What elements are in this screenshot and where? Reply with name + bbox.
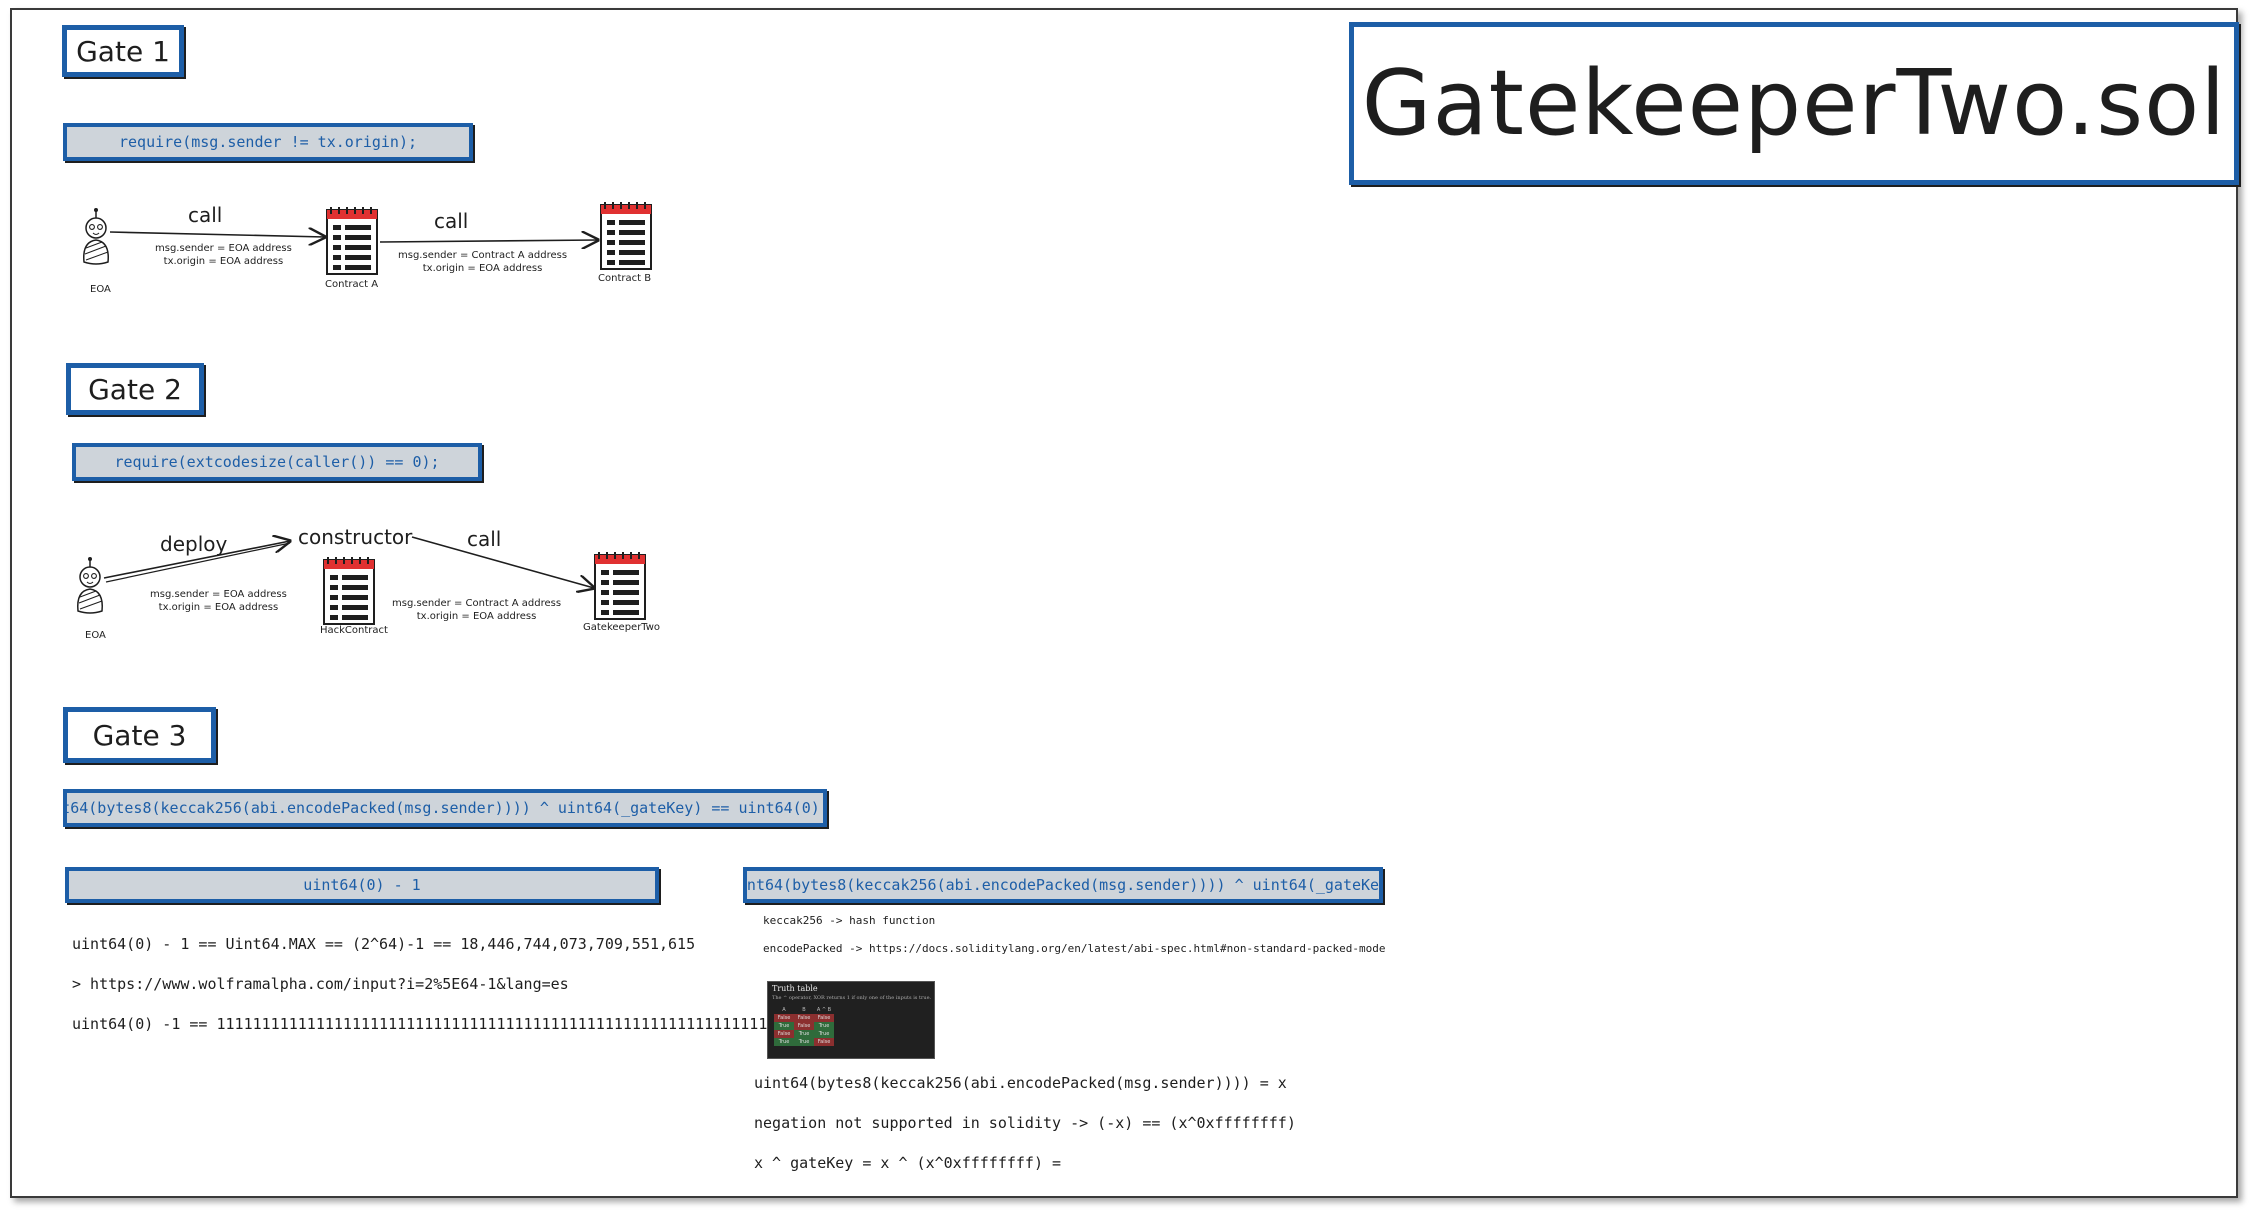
gate1-contract-a-label: Contract A <box>325 279 379 290</box>
truth-table-cell: False <box>814 1038 834 1046</box>
gate3-right-line-1: keccak256 -> hash function <box>763 914 936 927</box>
gate2-target-icon <box>594 551 646 620</box>
truth-table-cell: False <box>794 1014 814 1022</box>
gate2-note-1: msg.sender = EOA address tx.origin = EOA… <box>150 589 287 613</box>
truth-table-title: Truth table <box>772 984 818 993</box>
gate3-left-line-2: > https://www.wolframalpha.com/input?i=2… <box>72 975 569 993</box>
truth-table-image: Truth table The ^ operator, XOR returns … <box>767 981 935 1059</box>
truth-table-header: A <box>782 1007 786 1013</box>
gate1-contract-a-icon <box>326 206 378 275</box>
truth-table-cell: False <box>814 1014 834 1022</box>
gate2-hack-contract-icon <box>323 556 375 625</box>
gate3-left-code: uint64(0) - 1 <box>65 867 659 903</box>
truth-table-cell: True <box>774 1038 794 1046</box>
gate2-call-arrow <box>411 536 594 588</box>
gate3-code: uint64(bytes8(keccak256(abi.encodePacked… <box>63 789 827 827</box>
gate2-eoa-label: EOA <box>85 630 106 641</box>
gate2-code: require(extcodesize(caller()) == 0); <box>72 443 482 481</box>
gate3-right-code: uint64(bytes8(keccak256(abi.encodePacked… <box>743 867 1383 903</box>
gate3-left-line-1: uint64(0) - 1 == Uint64.MAX == (2^64)-1 … <box>72 935 696 953</box>
gate1-eoa-label: EOA <box>90 284 111 295</box>
truth-table-header: A ^ B <box>816 1007 832 1013</box>
gate1-contract-b-label: Contract B <box>598 273 652 284</box>
truth-table: A B A ^ B False False False True False T… <box>774 1006 834 1046</box>
gate1-call-label-2: call <box>434 209 469 233</box>
gate3-right-line-3: uint64(bytes8(keccak256(abi.encodePacked… <box>754 1074 1287 1092</box>
truth-table-cell: True <box>814 1030 834 1038</box>
gate3-left-line-3: uint64(0) -1 == 111111111111111111111111… <box>72 1015 795 1033</box>
truth-table-cell: True <box>794 1038 814 1046</box>
gate2-note-2: msg.sender = Contract A address tx.origi… <box>392 598 562 622</box>
gate3-right-line-2: encodePacked -> https://docs.soliditylan… <box>763 942 1386 955</box>
gate1-eoa-icon <box>83 207 109 265</box>
gate2-deploy-arrow <box>103 541 290 579</box>
gate2-target-label: GatekeeperTwo <box>583 622 661 633</box>
truth-table-cell: True <box>794 1030 814 1038</box>
page-title: GatekeeperTwo.sol <box>1349 22 2239 185</box>
canvas-frame <box>10 8 2238 1198</box>
gate3-right-line-4: negation not supported in solidity -> (-… <box>754 1114 1296 1132</box>
truth-table-cell: True <box>774 1022 794 1030</box>
truth-table-cell: True <box>814 1022 834 1030</box>
gate1-call-label-1: call <box>188 203 223 227</box>
gate2-heading: Gate 2 <box>66 363 204 415</box>
truth-table-header: B <box>802 1007 806 1013</box>
truth-table-cell: False <box>794 1022 814 1030</box>
truth-table-desc: The ^ operator, XOR returns 1 if only on… <box>772 995 932 1001</box>
gate2-eoa-icon <box>77 556 103 614</box>
gate1-arrow-2 <box>379 240 598 242</box>
gate1-contract-b-icon <box>600 201 652 270</box>
gate2-deploy-label: deploy <box>160 532 228 556</box>
gate3-heading: Gate 3 <box>63 707 216 763</box>
gate1-arrow-1 <box>109 232 325 237</box>
truth-table-cell: False <box>774 1030 794 1038</box>
gate2-call-label: call <box>467 527 502 551</box>
gate3-right-line-5: x ^ gateKey = x ^ (x^0xffffffff) = <box>754 1154 1062 1172</box>
gate1-heading: Gate 1 <box>62 25 184 77</box>
gate1-code: require(msg.sender != tx.origin); <box>63 123 473 161</box>
gate2-constructor-label: constructor <box>298 525 413 549</box>
gate1-note-2: msg.sender = Contract A address tx.origi… <box>398 250 568 274</box>
gate2-hack-label: HackContract <box>320 625 388 636</box>
gate1-note-1: msg.sender = EOA address tx.origin = EOA… <box>155 243 292 267</box>
truth-table-cell: False <box>774 1014 794 1022</box>
gate2-deploy-arrow-2 <box>105 542 291 583</box>
